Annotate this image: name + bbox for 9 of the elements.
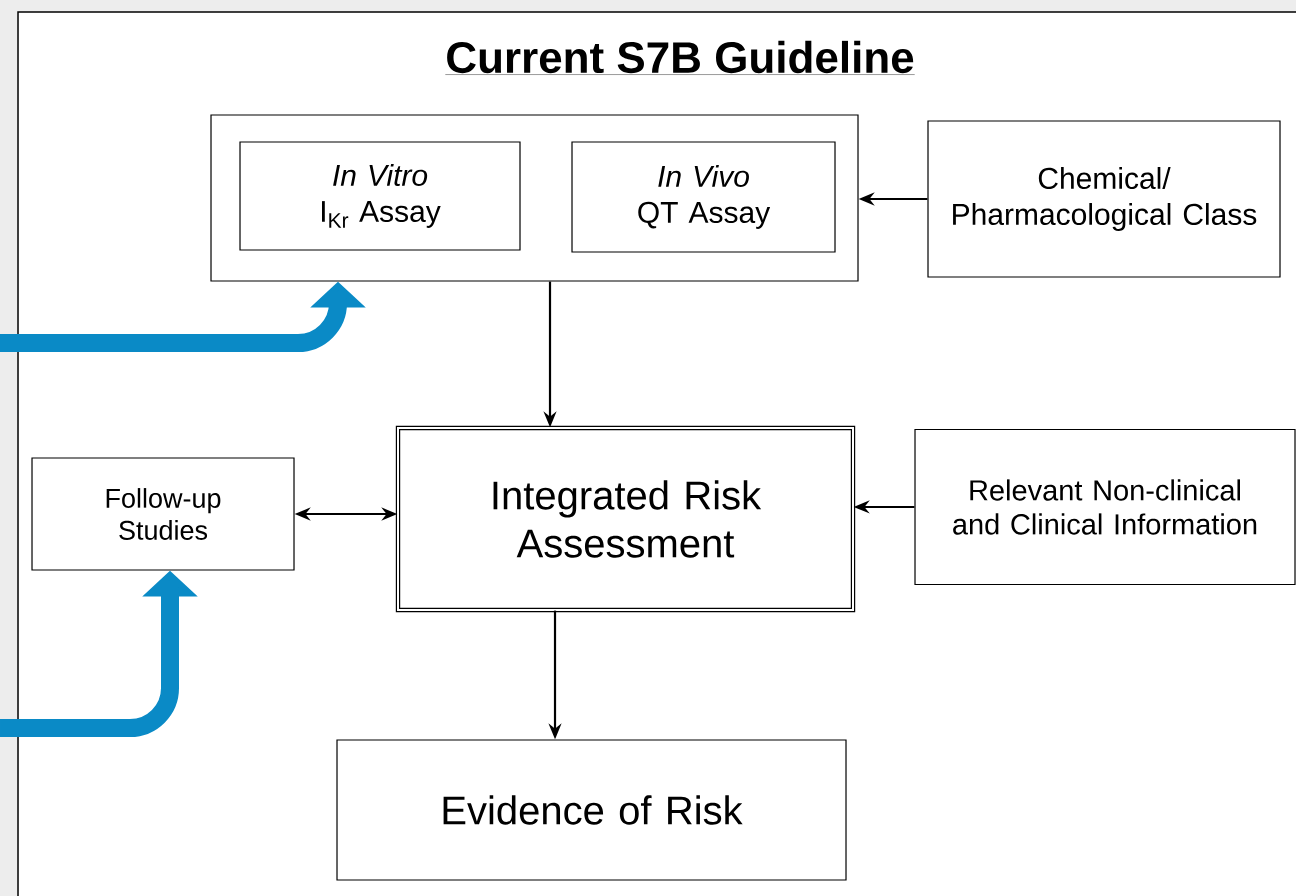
process-box: Evidence of Risk [336,739,847,881]
process-box: Chemical/ Pharmacological Class [927,120,1281,278]
process-box: Follow-up Studies [31,457,295,571]
title: Current S7B Guideline [445,40,915,75]
process-box: Relevant Non-clinical and Clinical Information [914,428,1296,586]
process-box: In Vivo QT Assay [571,141,836,253]
process-box: In Vitro I$_{Kr}$ Assay [239,141,521,251]
process-box: Integrated Risk Assessment [395,425,856,613]
assay-group-box [210,114,859,282]
